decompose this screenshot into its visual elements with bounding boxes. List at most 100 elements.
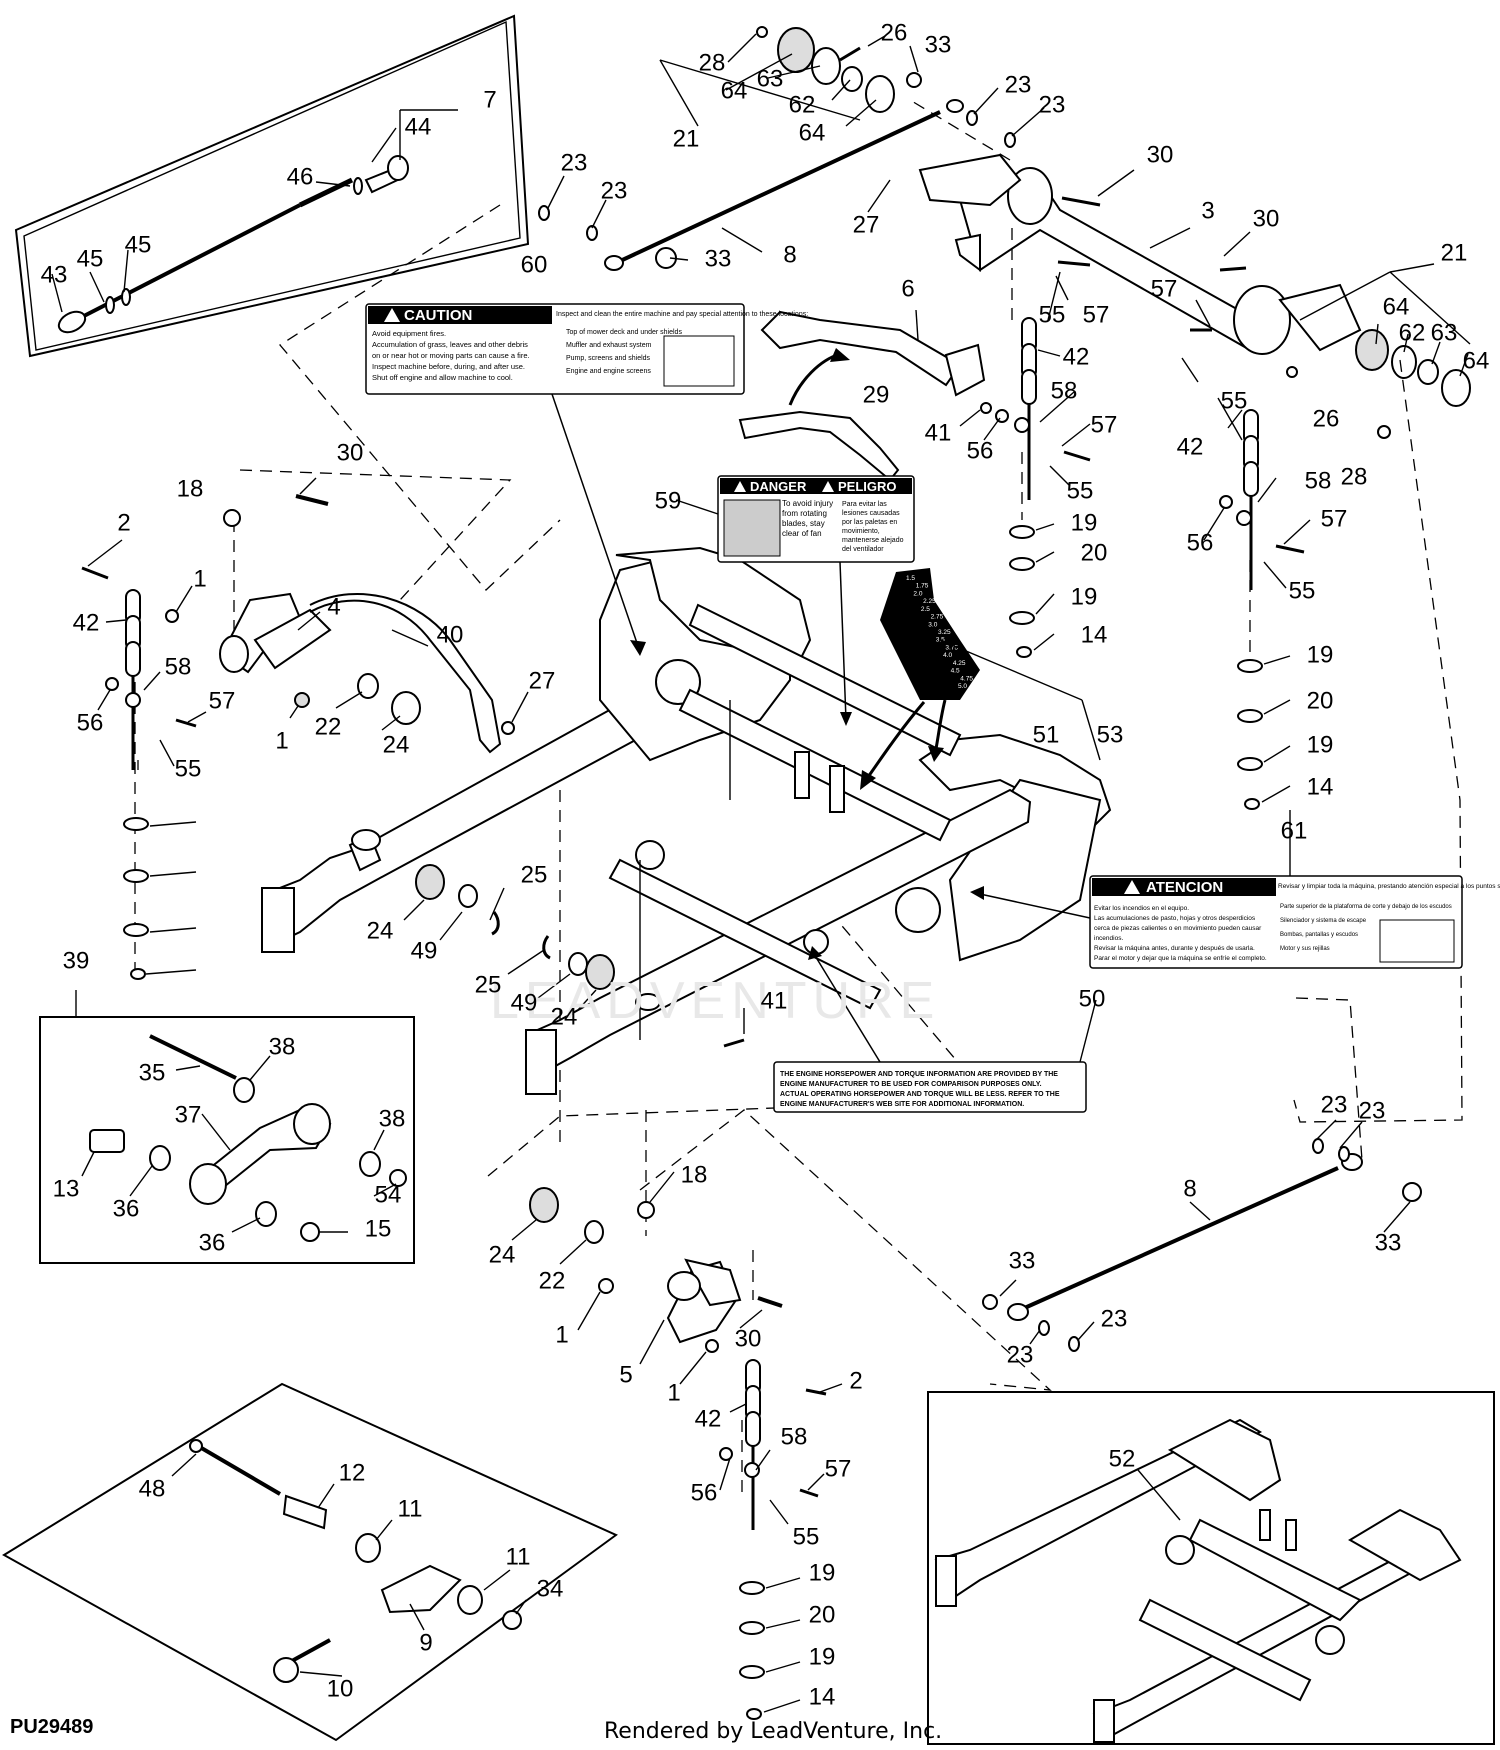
callout-46: 46 [287,163,314,190]
dangerTextEn-line: blades, stay [782,519,825,528]
callout-2: 2 [117,509,130,536]
atencion-item: Motor y sus rejillas [1280,946,1330,952]
callout-29: 29 [863,381,890,408]
caution-heading: CAUTION [404,307,472,324]
callout-30: 30 [1147,141,1174,168]
callout-45: 45 [125,231,152,258]
dangerTextEs-line: lesiones causadas [842,510,900,517]
callout-33: 33 [1009,1247,1036,1274]
callout-8: 8 [1183,1175,1196,1202]
callout-64: 64 [1383,293,1410,320]
washers-center [1009,525,1035,658]
callout-58: 58 [165,653,192,680]
callout-3: 3 [1201,197,1214,224]
callout-23: 23 [1359,1097,1386,1124]
callout-55: 55 [1289,577,1316,604]
callout-18: 18 [681,1161,708,1188]
callout-57: 57 [1091,411,1118,438]
callout-24: 24 [383,731,410,758]
dangerTextEs-line: por las paletas en [842,519,897,526]
callout-10: 10 [327,1675,354,1702]
callout-55: 55 [175,755,202,782]
callout-1: 1 [193,565,206,592]
bracket-4-assembly [81,494,745,1048]
callout-64: 64 [721,77,748,104]
height-scale-mark: 1.75 [916,583,929,590]
decal-leaders [551,393,1291,1063]
callout-57: 57 [1321,505,1348,532]
atencionLeft-line: incendios. [1094,935,1123,942]
height-scale-mark: 2.5 [921,606,930,613]
atencion-decal: ATENCION Evitar los incendios en el equi… [1089,875,1500,969]
height-scale-mark: 2.25 [923,598,936,605]
atencion-item: Silenciador y sistema de escape [1280,918,1367,924]
callout-6: 6 [901,275,914,302]
horsepower-decal: THE ENGINE HORSEPOWER AND TORQUE INFORMA… [773,1061,1087,1113]
callout-41: 41 [925,419,952,446]
callout-24: 24 [489,1241,516,1268]
callout-36: 36 [113,1195,140,1222]
callout-28: 28 [1341,463,1368,490]
height-scale-mark: 4.0 [943,652,952,659]
height-scale-mark: 4.5 [951,668,960,675]
cautionLeft-line: on or near hot or moving parts can cause… [372,351,530,360]
callout-4: 4 [327,593,340,620]
cautionLeft-line: Accumulation of grass, leaves and other … [372,340,528,349]
atencion-heading: ATENCION [1146,879,1223,896]
callout-62: 62 [1399,319,1426,346]
callout-58: 58 [781,1423,808,1450]
callout-leaders [51,33,1471,1713]
callout-14: 14 [809,1683,836,1710]
callout-11: 11 [506,1543,531,1570]
callout-18: 18 [177,475,204,502]
atencionLeft-line: Revisar la máquina antes, durante y desp… [1094,945,1255,952]
callout-21: 21 [673,125,700,152]
callout-42: 42 [73,609,100,636]
callout-33: 33 [925,31,952,58]
height-scale-mark: 2.0 [913,590,922,597]
callout-25: 25 [521,861,548,888]
height-scale-mark: 3.25 [938,629,951,636]
callout-1: 1 [667,1379,680,1406]
callout-19: 19 [1307,641,1334,668]
callout-55: 55 [1039,301,1066,328]
callout-43: 43 [41,261,68,288]
atencion-item: Parte superior de la plataforma de corte… [1280,904,1452,910]
callout-5: 5 [619,1361,632,1388]
callout-40: 40 [437,621,464,648]
callout-53: 53 [1097,721,1124,748]
atencion-right-heading: Revisar y limpiar toda la máquina, prest… [1278,883,1500,890]
dangerTextEs-line: mantenerse alejado [842,537,904,544]
callout-55: 55 [1067,477,1094,504]
inset-box-39 [39,990,415,1264]
callout-23: 23 [1007,1341,1034,1368]
callout-9: 9 [419,1629,432,1656]
callout-64: 64 [1463,347,1490,374]
callout-23: 23 [1101,1305,1128,1332]
callout-42: 42 [695,1405,722,1432]
bracket-5-assembly [529,1187,827,1720]
callout-58: 58 [1305,467,1332,494]
callout-22: 22 [539,1267,566,1294]
callout-14: 14 [1307,773,1334,800]
height-scale-decal: 1.51.752.02.252.52.753.03.253.53.754.04.… [860,568,980,790]
height-scale-mark: 5.0 [958,683,967,690]
cautionLeft-line: Shut off engine and allow machine to coo… [372,373,513,382]
callout-57: 57 [1083,301,1110,328]
callout-56: 56 [1187,529,1214,556]
callout-44: 44 [405,113,432,140]
callout-51: 51 [1033,721,1060,748]
callout-34: 34 [537,1575,564,1602]
inset-box-7 [14,14,530,358]
callout-20: 20 [1081,539,1108,566]
chain-42-farright [1219,409,1305,590]
callout-57: 57 [209,687,236,714]
caution-item: Engine and engine screens [566,368,651,375]
callout-19: 19 [809,1643,836,1670]
callout-54: 54 [375,1181,402,1208]
diagram-code: PU29489 [10,1716,93,1738]
atencionLeft-line: Evitar los incendios en el equipo. [1094,905,1189,912]
callout-59: 59 [655,487,682,514]
callout-39: 39 [63,947,90,974]
